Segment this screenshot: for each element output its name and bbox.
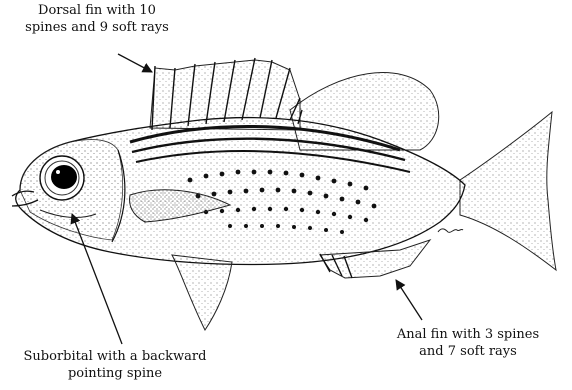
anal-fin-label-line2: and 7 soft rays (368, 343, 568, 360)
dorsal-fin-label-line2: spines and 9 soft rays (8, 19, 186, 36)
arrow-anal (396, 280, 422, 320)
dorsal-fin-label: Dorsal fin with 10 spines and 9 soft ray… (8, 2, 186, 36)
anal-fin-label-line1: Anal fin with 3 spines (368, 326, 568, 343)
dorsal-fin-label-line1: Dorsal fin with 10 (8, 2, 186, 19)
caudal-fin (460, 112, 556, 270)
arrow-dorsal (118, 54, 152, 72)
suborbital-label-line1: Suborbital with a backward (2, 348, 228, 365)
pelvic-fin (172, 255, 232, 330)
anal-fin-label: Anal fin with 3 spines and 7 soft rays (368, 326, 568, 360)
suborbital-label: Suborbital with a backward pointing spin… (2, 348, 228, 382)
eye-pupil (51, 165, 77, 189)
artist-signature-mark (438, 229, 463, 233)
suborbital-label-line2: pointing spine (2, 365, 228, 382)
